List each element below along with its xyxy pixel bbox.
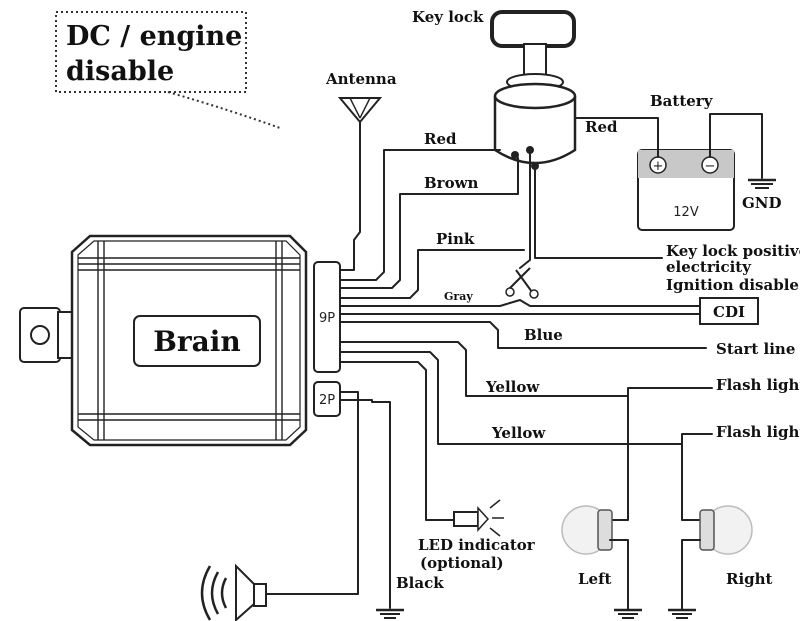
- key-lock-positive-label-2: electricity: [666, 258, 752, 276]
- brain-module: Brain: [19, 234, 308, 447]
- flash-light-left: Left: [561, 505, 642, 619]
- key-lock-positive-label-1: Key lock positive: [666, 242, 800, 260]
- black-wire-label: Black: [396, 574, 444, 592]
- antenna: Antenna: [325, 70, 397, 271]
- led-label-1: LED indicator: [418, 536, 536, 554]
- antenna-label: Antenna: [325, 70, 397, 88]
- gnd-battery-symbol: [748, 178, 776, 189]
- gnd-label: GND: [742, 194, 782, 212]
- led-indicator: [453, 499, 504, 537]
- cdi-label: CDI: [713, 303, 745, 321]
- brain-label: Brain: [153, 325, 241, 358]
- start-line-label: Start line: [716, 340, 795, 358]
- flash-light-2-label: Flash light: [716, 423, 800, 441]
- speaker-icon: [200, 563, 267, 621]
- battery-label: Battery: [650, 92, 714, 110]
- title-callout: DC / engine disable: [55, 11, 281, 129]
- scissors-icon: [505, 267, 539, 299]
- title-line-1: DC / engine: [66, 21, 242, 52]
- battery: + − 12V Battery Red GND: [574, 92, 782, 231]
- wire-red-label: Red: [424, 130, 457, 148]
- svg-text:−: −: [705, 159, 716, 174]
- wire-blue-label: Blue: [524, 326, 563, 344]
- key-lock: Key lock: [412, 8, 577, 170]
- battery-voltage: 12V: [673, 205, 699, 220]
- cdi-box: CDI: [699, 297, 759, 325]
- flash-light-1-label: Flash light: [716, 376, 800, 394]
- wire-pink-label: Pink: [436, 230, 475, 248]
- connector-2p: 2P: [313, 381, 341, 417]
- wire-red-battery-label: Red: [585, 118, 618, 136]
- connector-2p-label: 2P: [319, 393, 335, 408]
- ignition-disable-label: Ignition disable: [666, 276, 799, 294]
- svg-text:+: +: [653, 159, 664, 174]
- title-line-2: disable: [66, 56, 174, 87]
- right-light-label: Right: [726, 570, 773, 588]
- connector-9p-label: 9P: [319, 311, 335, 326]
- flash-light-right: Right: [668, 505, 773, 619]
- led-label-2: (optional): [420, 554, 504, 572]
- left-light-label: Left: [578, 570, 612, 588]
- wire-gray-label: Gray: [444, 290, 473, 303]
- connector-9p: 9P: [313, 261, 341, 373]
- gnd-black-symbol: [376, 608, 404, 619]
- key-lock-label: Key lock: [412, 8, 484, 26]
- wire-yellow-1-label: Yellow: [485, 378, 540, 396]
- wire-brown-label: Brown: [424, 174, 478, 192]
- wire-yellow-2-label: Yellow: [491, 424, 546, 442]
